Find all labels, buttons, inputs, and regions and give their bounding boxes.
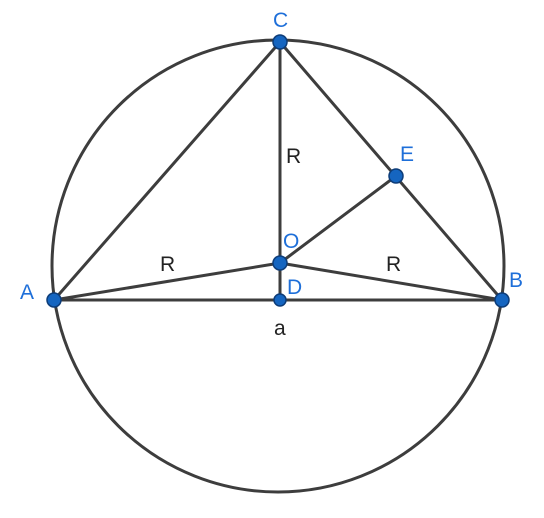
point-b bbox=[494, 292, 510, 308]
point-e bbox=[388, 168, 404, 184]
segment-oa bbox=[52, 261, 282, 302]
point-label-b: B bbox=[509, 269, 523, 292]
label-radius-oa: R bbox=[160, 253, 175, 276]
point-label-c: C bbox=[273, 9, 288, 32]
label-radius-oc: R bbox=[286, 145, 301, 168]
point-a bbox=[46, 292, 62, 308]
label-radius-ob: R bbox=[386, 253, 401, 276]
point-label-o: O bbox=[283, 230, 299, 253]
segment-ob bbox=[278, 261, 504, 302]
point-label-a: A bbox=[20, 281, 34, 304]
point-label-e: E bbox=[400, 143, 414, 166]
point-c bbox=[272, 34, 288, 50]
point-o bbox=[272, 255, 288, 271]
segment-ac bbox=[52, 40, 282, 302]
point-d bbox=[273, 293, 287, 307]
label-side-ab: a bbox=[274, 317, 286, 340]
point-label-d: D bbox=[287, 276, 302, 299]
segment-oe bbox=[278, 174, 398, 265]
